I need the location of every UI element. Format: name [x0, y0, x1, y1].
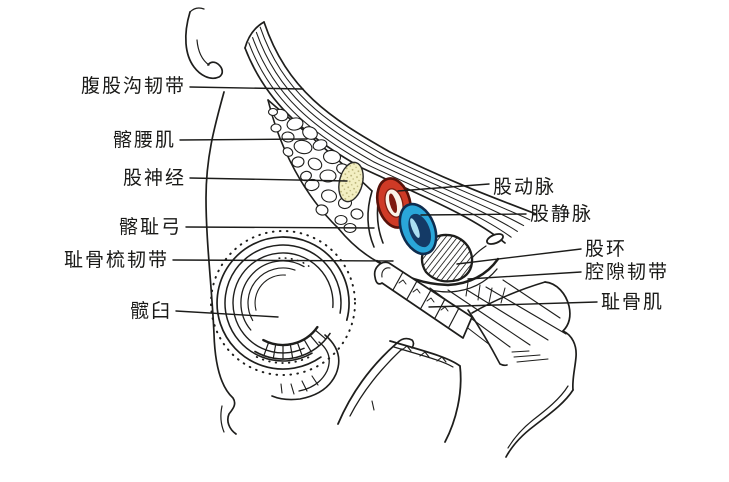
- lunate-hatching: [263, 329, 326, 359]
- leader-iliopectineal-arch: [185, 226, 375, 229]
- femoral-nerve-shape: [338, 161, 364, 203]
- label-pectineus: 耻骨肌: [601, 291, 665, 313]
- label-iliopsoas: 髂腰肌: [112, 129, 176, 151]
- leader-lines: [172, 86, 598, 318]
- label-lacunar-ligament: 腔隙韧带: [585, 261, 670, 283]
- femoral-ring-opening: [486, 233, 504, 245]
- obturator-outline: [337, 337, 462, 443]
- leader-lacunar-ligament: [467, 271, 582, 280]
- label-acetabulum: 髋臼: [129, 300, 172, 322]
- acetabulum-shape: [210, 230, 356, 401]
- label-inguinal-ligament: 腹股沟韧带: [80, 75, 186, 97]
- leader-femoral-vein: [420, 213, 527, 216]
- leader-inguinal-ligament: [189, 86, 304, 90]
- pectineus-muscle-shape: [373, 261, 473, 363]
- leader-femoral-ring: [456, 248, 582, 265]
- label-femoral-nerve: 股神经: [122, 167, 186, 189]
- femoral-vein-shape: [398, 202, 438, 256]
- label-femoral-vein: 股静脉: [530, 203, 594, 225]
- leader-femoral-nerve: [189, 177, 348, 182]
- leader-pectineal-ligament: [172, 259, 394, 262]
- label-femoral-ring: 股环: [585, 238, 628, 260]
- ilium-outline: [184, 7, 237, 435]
- leader-femoral-artery: [397, 183, 490, 192]
- leader-pectineus: [428, 301, 598, 308]
- label-pectineal-ligament: 耻骨梳韧带: [63, 249, 169, 271]
- leader-iliopsoas: [179, 138, 308, 141]
- label-iliopectineal-arch: 髂耻弓: [118, 216, 182, 238]
- leader-acetabulum: [175, 310, 279, 318]
- pubic-bone-outline: [467, 281, 577, 458]
- label-femoral-artery: 股动脉: [493, 176, 557, 198]
